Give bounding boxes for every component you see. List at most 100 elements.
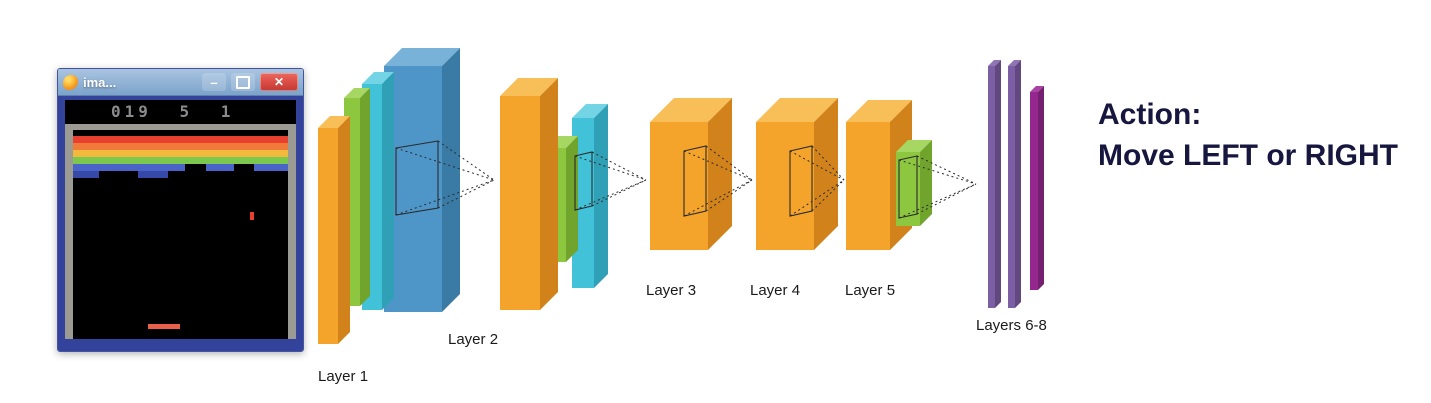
brick-rows bbox=[73, 136, 288, 178]
brick-row bbox=[73, 171, 288, 178]
face-top bbox=[650, 98, 732, 122]
face-front bbox=[846, 122, 890, 250]
face-side bbox=[540, 78, 558, 310]
face-side bbox=[708, 98, 732, 250]
atari-game-window: ima... – ✕ 019 5 1 bbox=[57, 68, 304, 352]
layer2-label: Layer 2 bbox=[448, 331, 498, 348]
layer3-label: Layer 3 bbox=[646, 282, 696, 299]
maximize-button[interactable] bbox=[231, 73, 255, 91]
frustum-edge bbox=[898, 159, 977, 185]
face-front bbox=[896, 152, 920, 226]
frustum-edge bbox=[916, 155, 977, 185]
brick-segment bbox=[73, 143, 288, 150]
frustum-edge bbox=[916, 183, 977, 215]
layer3-slab bbox=[650, 98, 732, 250]
layer5-stack bbox=[846, 100, 932, 250]
action-value: Move LEFT or RIGHT bbox=[1098, 139, 1398, 172]
face-top bbox=[318, 116, 350, 128]
right-wall bbox=[288, 124, 296, 339]
brick-row bbox=[73, 143, 288, 150]
face-side bbox=[382, 72, 394, 310]
brick-row bbox=[73, 164, 288, 171]
brick-segment bbox=[137, 171, 168, 178]
close-icon: ✕ bbox=[273, 75, 285, 89]
conv-frustum-1 bbox=[395, 140, 495, 216]
frustum-edge bbox=[789, 150, 845, 181]
close-button[interactable]: ✕ bbox=[260, 73, 298, 91]
face-front bbox=[756, 122, 814, 250]
face-top bbox=[756, 98, 838, 122]
face-side bbox=[814, 98, 838, 250]
frustum-edge bbox=[437, 179, 495, 209]
face-front bbox=[318, 128, 338, 344]
layer4-label: Layer 4 bbox=[750, 282, 800, 299]
brick-row bbox=[73, 157, 288, 164]
brick-segment bbox=[253, 164, 288, 171]
brick-segment bbox=[73, 157, 288, 164]
face-side bbox=[1038, 86, 1044, 290]
frustum-edge bbox=[898, 183, 977, 219]
face-side bbox=[920, 140, 932, 226]
frustum-edge bbox=[395, 147, 495, 181]
face-front bbox=[500, 96, 540, 310]
conv-frustum-5 bbox=[898, 155, 977, 219]
top-wall bbox=[65, 124, 296, 130]
face-top bbox=[572, 104, 608, 118]
conv-frustum-4 bbox=[789, 145, 845, 217]
layer2-stack bbox=[500, 78, 608, 310]
fc-layers-stack bbox=[988, 60, 1044, 308]
face-top bbox=[362, 72, 394, 84]
frustum-edge bbox=[705, 179, 753, 212]
action-text: Action: Move LEFT or RIGHT bbox=[1098, 94, 1398, 176]
left-wall bbox=[65, 124, 73, 339]
face-side bbox=[338, 116, 350, 344]
frustum-edge bbox=[395, 179, 495, 216]
layers6-8-label: Layers 6-8 bbox=[976, 317, 1047, 334]
app-icon bbox=[63, 74, 78, 90]
layer4-slab bbox=[756, 98, 838, 250]
brick-row bbox=[73, 136, 288, 143]
brick-segment bbox=[206, 164, 235, 171]
window-titlebar[interactable]: ima... – ✕ bbox=[58, 69, 303, 96]
game-frame: 019 5 1 bbox=[58, 96, 303, 351]
frustum-edge bbox=[591, 151, 647, 181]
face-top bbox=[344, 88, 370, 98]
face-top bbox=[1008, 60, 1021, 66]
brick-segment bbox=[73, 164, 185, 171]
paddle bbox=[148, 324, 181, 329]
minimize-button[interactable]: – bbox=[202, 73, 226, 91]
conv-frustum-2 bbox=[574, 151, 647, 211]
face-side bbox=[360, 88, 370, 306]
brick-row bbox=[73, 150, 288, 157]
game-screen: 019 5 1 bbox=[65, 100, 296, 339]
layer1-label: Layer 1 bbox=[318, 368, 368, 385]
brick-segment bbox=[73, 171, 99, 178]
face-side bbox=[995, 60, 1001, 308]
maximize-icon bbox=[236, 75, 250, 89]
conv-frustum-3 bbox=[683, 145, 753, 217]
ball bbox=[249, 212, 254, 220]
face-top bbox=[500, 78, 558, 96]
layer1-stack bbox=[318, 48, 460, 344]
layer5-label: Layer 5 bbox=[845, 282, 895, 299]
frustum-edge bbox=[789, 179, 845, 217]
face-side bbox=[566, 136, 578, 262]
face-front bbox=[650, 122, 708, 250]
face-front bbox=[1030, 92, 1038, 290]
face-top bbox=[384, 48, 460, 66]
action-label: Action: bbox=[1098, 98, 1202, 131]
window-title: ima... bbox=[83, 74, 117, 90]
face-side bbox=[594, 104, 608, 288]
face-front bbox=[1008, 66, 1015, 308]
face-front bbox=[988, 66, 995, 308]
brick-segment bbox=[73, 136, 288, 143]
frustum-edge bbox=[683, 150, 753, 181]
score-display: 019 5 1 bbox=[111, 102, 235, 121]
face-side bbox=[442, 48, 460, 312]
frustum-edge bbox=[437, 140, 495, 181]
face-top bbox=[1030, 86, 1044, 92]
face-top bbox=[988, 60, 1001, 66]
brick-segment bbox=[73, 150, 288, 157]
